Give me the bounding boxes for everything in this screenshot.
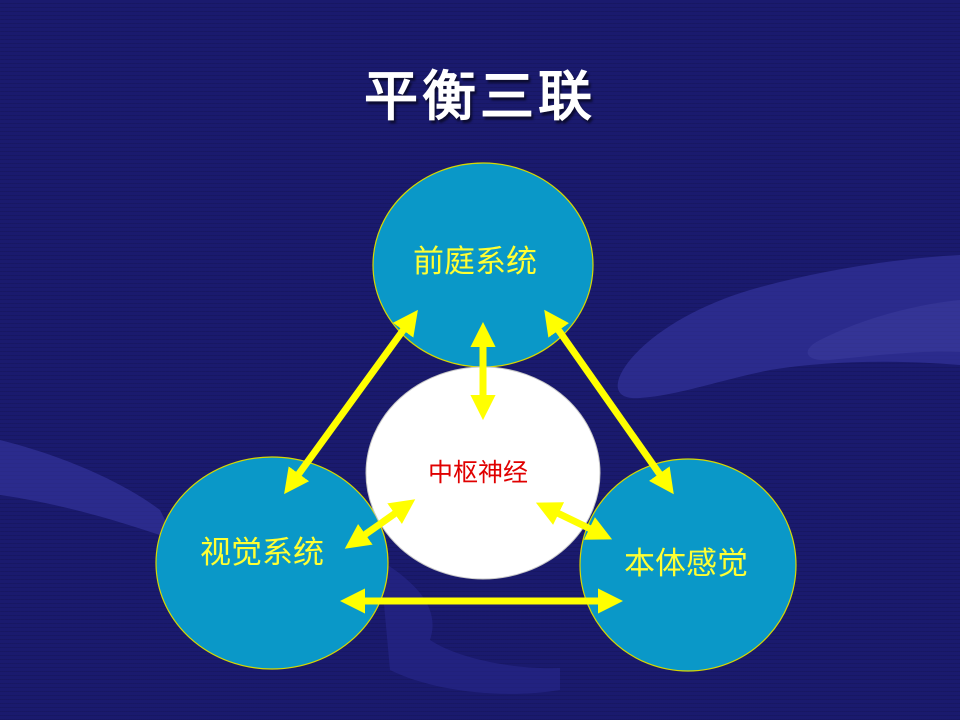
arrow-central-visual xyxy=(344,499,416,549)
proprioception-circle xyxy=(579,458,797,672)
visual-label: 视觉系统 xyxy=(200,535,324,571)
vestibular-label: 前庭系统 xyxy=(413,244,537,280)
arrow-vestibular-visual xyxy=(284,309,418,495)
slide-title: 平衡三联 xyxy=(364,65,596,128)
hands-background-image xyxy=(0,255,960,694)
central-label: 中枢神经 xyxy=(428,458,528,487)
arrow-central-proprioception xyxy=(535,502,613,540)
proprioception-label: 本体感觉 xyxy=(624,546,748,582)
visual-circle xyxy=(155,456,389,670)
arrow-vestibular-proprioception xyxy=(544,309,674,495)
